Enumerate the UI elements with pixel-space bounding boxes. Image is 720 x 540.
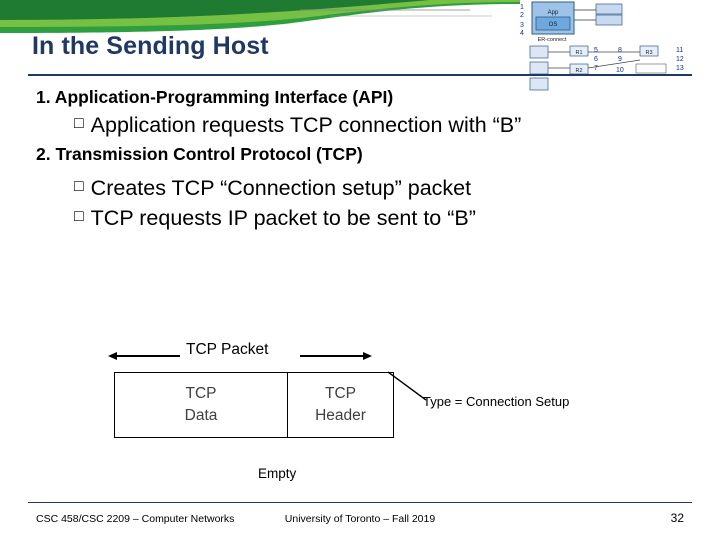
- bullet-level2-app-requests: □ Application requests TCP connection wi…: [74, 112, 696, 139]
- packet-cell-tcp-header-line1: TCP: [325, 384, 356, 402]
- title-divider: [28, 74, 692, 76]
- svg-text:9: 9: [618, 56, 622, 63]
- right-arrow-icon: [300, 352, 372, 360]
- svg-text:6: 6: [594, 56, 598, 63]
- svg-text:2: 2: [520, 12, 524, 19]
- svg-text:11: 11: [676, 47, 683, 54]
- svg-text:R3: R3: [645, 50, 652, 56]
- svg-text:3: 3: [520, 22, 524, 29]
- footer-institution: University of Toronto – Fall 2019: [284, 513, 436, 525]
- left-arrow-icon: [108, 352, 180, 360]
- network-diagram-svg: App OS 1 2 3 4 ER-connect R1 R2 R: [520, 1, 684, 91]
- footer-divider: [28, 502, 692, 503]
- bullet-level1-api: 1. Application-Programming Interface (AP…: [36, 87, 394, 107]
- packet-type-annotation: Type = Connection Setup: [423, 394, 570, 409]
- footer-page-number: 32: [670, 511, 684, 525]
- bullet-level1-tcp: 2. Transmission Control Protocol (TCP): [36, 143, 363, 164]
- svg-text:1: 1: [520, 4, 524, 11]
- svg-text:12: 12: [676, 56, 684, 63]
- bullet-level2-creates-packet-label: Creates TCP “Connection setup” packet: [90, 175, 472, 200]
- bullet-level2-creates-packet: □ Creates TCP “Connection setup” packet: [74, 175, 696, 202]
- swoosh-svg: [0, 0, 520, 33]
- bullet-level2-requests-ip: □ TCP requests IP packet to be sent to “…: [74, 205, 696, 232]
- svg-text:ER-connect: ER-connect: [538, 37, 567, 43]
- slide-body: 1. Application-Programming Interface (AP…: [36, 86, 696, 231]
- packet-cell-tcp-data-line2: Data: [184, 407, 218, 424]
- svg-text:R1: R1: [575, 50, 582, 56]
- square-bullet-icon: □: [74, 115, 84, 133]
- svg-text:App: App: [548, 10, 559, 16]
- packet-cell-tcp-data-line1: TCP: [185, 384, 217, 402]
- tcp-packet-label: TCP Packet: [186, 341, 269, 358]
- square-bullet-icon: □: [74, 177, 84, 195]
- footer-course: CSC 458/CSC 2209 – Computer Networks: [36, 513, 235, 525]
- packet-box: TCP Data TCP Header: [114, 372, 394, 438]
- packet-cell-tcp-header: TCP Header: [287, 373, 393, 437]
- bullet-level2-app-requests-label: Application requests TCP connection with…: [90, 113, 522, 138]
- svg-text:7: 7: [594, 65, 598, 72]
- square-bullet-icon: □: [74, 207, 84, 225]
- svg-text:8: 8: [618, 47, 622, 54]
- packet-cell-tcp-header-line2: Header: [315, 407, 366, 424]
- empty-annotation: Empty: [258, 466, 297, 481]
- svg-text:OS: OS: [549, 22, 558, 28]
- svg-text:4: 4: [520, 30, 524, 37]
- svg-text:13: 13: [676, 65, 684, 72]
- page-title: In the Sending Host: [32, 32, 269, 60]
- tcp-packet-diagram: TCP Packet TCP Data TCP Header Type = Co…: [100, 336, 620, 486]
- svg-text:R2: R2: [575, 68, 582, 74]
- leader-line-svg: [387, 371, 427, 401]
- packet-cell-tcp-data: TCP Data: [115, 373, 287, 437]
- network-diagram-thumbnail: App OS 1 2 3 4 ER-connect R1 R2 R: [508, 0, 720, 104]
- svg-text:10: 10: [616, 67, 624, 74]
- bullet-level2-requests-ip-label: TCP requests IP packet to be sent to “B”: [90, 205, 476, 230]
- annotation-leader-line: [386, 370, 428, 404]
- decorative-swoosh: [0, 0, 520, 34]
- svg-text:5: 5: [594, 47, 598, 54]
